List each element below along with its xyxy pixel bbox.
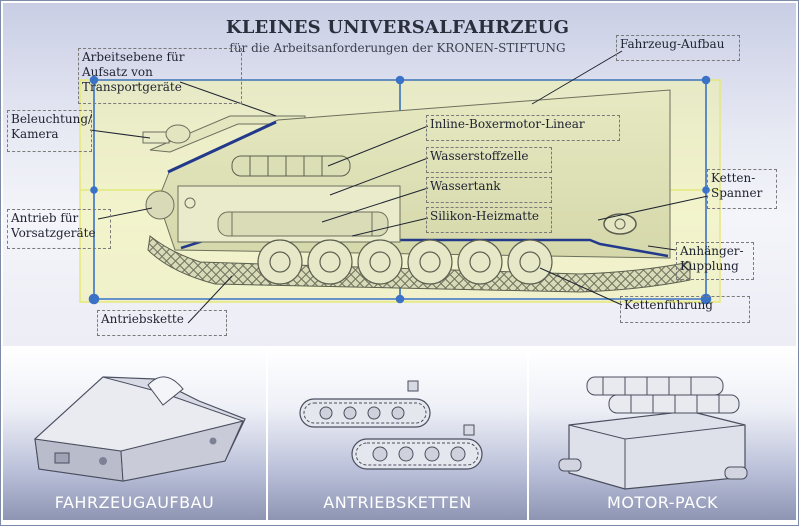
motor-pack-image <box>558 376 748 490</box>
panel-fahrzeugaufbau: FAHRZEUGAUFBAU <box>3 349 266 520</box>
panel-antriebsketten: ANTRIEBSKETTEN <box>268 349 527 520</box>
label-kettenfuehrung: Kettenführung <box>620 296 750 323</box>
diagram-subtitle: für die Arbeitsanforderungen der KRONEN-… <box>229 41 566 55</box>
label-fahrzeug-aufbau: Fahrzeug-Aufbau <box>616 35 740 61</box>
label-beleuchtung-kamera: Beleuchtung/ Kamera <box>7 110 92 152</box>
fahrzeugaufbau-image <box>33 376 246 482</box>
label-kettenspanner: Ketten- Spanner <box>707 169 777 209</box>
label-silikon-heizmatte: Silikon-Heizmatte <box>426 207 552 233</box>
panel-title-fahrzeugaufbau: FAHRZEUGAUFBAU <box>54 493 215 512</box>
label-wassertank: Wassertank <box>426 177 552 203</box>
label-antriebskette: Antriebskette <box>97 310 227 336</box>
panel-title-motor-pack: MOTOR-PACK <box>607 493 718 512</box>
leader-lines <box>89 50 709 324</box>
vehicle-body <box>142 89 671 259</box>
label-boxermotor: Inline-Boxermotor-Linear <box>426 115 620 141</box>
construction-lines <box>88 75 712 305</box>
panel-title-antriebsketten: ANTRIEBSKETTEN <box>323 493 472 512</box>
vehicle-diagram <box>79 50 721 324</box>
road-wheels <box>257 239 553 285</box>
antriebsketten-image <box>299 380 483 470</box>
label-anhaenger-kupplung: Anhänger- Kupplung <box>676 242 754 280</box>
diagram-title: KLEINES UNIVERSALFAHRZEUG <box>225 17 570 38</box>
panel-motor-pack: MOTOR-PACK <box>529 349 796 520</box>
label-wasserstoffzelle: Wasserstoffzelle <box>426 147 552 173</box>
label-antrieb-vorsatzgeraete: Antrieb für Vorsatzgeräte <box>7 209 111 249</box>
label-arbeitsebene: Arbeitsebene für Aufsatz von Transportge… <box>78 48 242 104</box>
